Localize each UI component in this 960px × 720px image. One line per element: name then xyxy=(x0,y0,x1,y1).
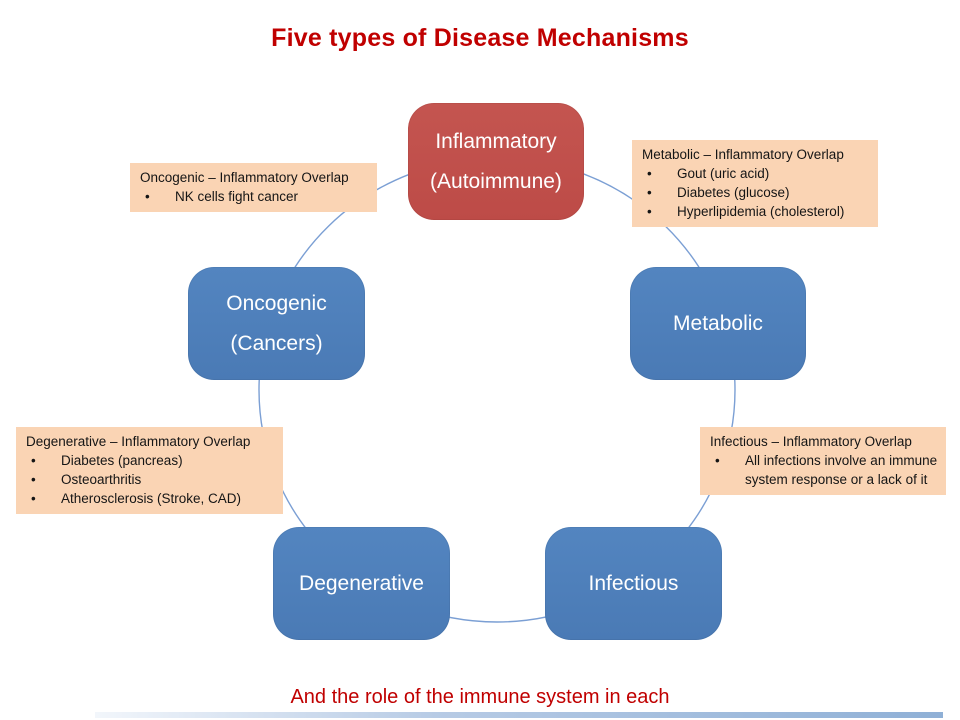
node-label: Metabolic xyxy=(673,311,763,335)
annotation-infectious-overlap: Infectious – Inflammatory Overlap • All … xyxy=(700,427,946,495)
bullet-icon: • xyxy=(715,453,720,468)
annotation-title: Degenerative – Inflammatory Overlap xyxy=(26,434,251,449)
node-sublabel: (Autoimmune) xyxy=(430,169,562,193)
annotation-bullet: • Osteoarthritis xyxy=(26,470,277,489)
node-label: Degenerative xyxy=(299,571,424,595)
annotation-bullet: • Diabetes (pancreas) xyxy=(26,451,277,470)
node-label: Inflammatory xyxy=(435,129,557,153)
bullet-icon: • xyxy=(31,491,36,506)
annotation-degenerative-overlap: Degenerative – Inflammatory Overlap • Di… xyxy=(16,427,283,514)
annotation-title: Oncogenic – Inflammatory Overlap xyxy=(140,170,349,185)
bullet-icon: • xyxy=(31,453,36,468)
node-degenerative: Degenerative xyxy=(273,527,450,640)
page-title: Five types of Disease Mechanisms xyxy=(271,24,689,52)
annotation-bullet: • Hyperlipidemia (cholesterol) xyxy=(642,202,872,221)
node-sublabel: (Cancers) xyxy=(230,331,323,355)
annotation-bullet: • Gout (uric acid) xyxy=(642,164,872,183)
subtitle: And the role of the immune system in eac… xyxy=(290,686,670,708)
annotation-bullet: • Diabetes (glucose) xyxy=(642,183,872,202)
bullet-icon: • xyxy=(31,472,36,487)
node-metabolic: Metabolic xyxy=(630,267,806,380)
node-label: Infectious xyxy=(588,571,679,595)
annotation-oncogenic-overlap: Oncogenic – Inflammatory Overlap • NK ce… xyxy=(130,163,377,212)
node-oncogenic: Oncogenic (Cancers) xyxy=(188,267,365,380)
annotation-title: Infectious – Inflammatory Overlap xyxy=(710,434,912,449)
bullet-icon: • xyxy=(647,185,652,200)
bullet-icon: • xyxy=(647,204,652,219)
node-label: Oncogenic xyxy=(226,291,327,315)
annotation-title: Metabolic – Inflammatory Overlap xyxy=(642,147,844,162)
footer-decoration-bar xyxy=(95,712,943,718)
annotation-metabolic-overlap: Metabolic – Inflammatory Overlap • Gout … xyxy=(632,140,878,227)
annotation-bullet: • Atherosclerosis (Stroke, CAD) xyxy=(26,489,277,508)
annotation-bullet: • NK cells fight cancer xyxy=(140,187,371,206)
node-infectious: Infectious xyxy=(545,527,722,640)
bullet-icon: • xyxy=(647,166,652,181)
annotation-bullet: • All infections involve an immune syste… xyxy=(710,451,940,489)
bullet-icon: • xyxy=(145,189,150,204)
node-inflammatory: Inflammatory (Autoimmune) xyxy=(408,103,584,220)
